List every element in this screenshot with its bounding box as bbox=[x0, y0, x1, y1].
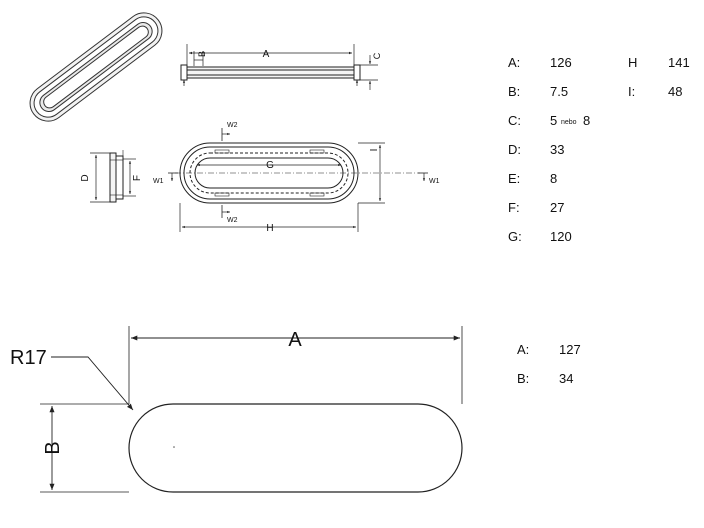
row-value: 141 bbox=[668, 55, 690, 70]
row-label: F: bbox=[508, 200, 520, 215]
label-plan-g: G bbox=[266, 160, 274, 171]
row-label: B: bbox=[508, 84, 521, 99]
row-value: 126 bbox=[550, 55, 572, 70]
row-value: 34 bbox=[559, 371, 574, 386]
row-value: 120 bbox=[550, 229, 572, 244]
label-plan-h: H bbox=[266, 223, 273, 234]
row-label: D: bbox=[508, 142, 521, 157]
label-plan-w2-top: W2 bbox=[227, 122, 238, 129]
dimension-table-bottom: A: 127 B: 34 bbox=[517, 342, 637, 392]
row-label: B: bbox=[517, 371, 530, 386]
side-view-top bbox=[180, 44, 378, 90]
isometric-view bbox=[29, 12, 163, 122]
label-bottom-r: R17 bbox=[10, 347, 47, 369]
row-value: 27 bbox=[550, 200, 565, 215]
row-label: A: bbox=[517, 342, 530, 357]
row-value: 48 bbox=[668, 84, 683, 99]
row-note: nebo bbox=[561, 119, 577, 126]
plan-view bbox=[168, 128, 428, 232]
label-top-c: C bbox=[372, 52, 382, 59]
side-view-left bbox=[90, 150, 136, 203]
row-label: A: bbox=[508, 55, 521, 70]
label-bottom-b: B bbox=[42, 441, 64, 454]
row-value: 8 bbox=[583, 113, 591, 128]
row-value: 127 bbox=[559, 342, 581, 357]
row-label: G: bbox=[508, 229, 522, 244]
row-label: E: bbox=[508, 171, 521, 186]
label-plan-w1-right: W1 bbox=[429, 178, 440, 185]
label-plan-w2-bottom: W2 bbox=[227, 217, 238, 224]
dimension-table-top: A: 126 H 141 B: 7.5 I: 48 C: 5 nebo 8 D:… bbox=[508, 55, 698, 255]
label-plan-w1-left: W1 bbox=[153, 178, 164, 185]
label-top-a: A bbox=[263, 49, 270, 60]
label-top-b: B bbox=[197, 51, 207, 57]
label-bottom-a: A bbox=[288, 329, 302, 351]
label-plan-i: I bbox=[369, 149, 380, 152]
row-label: C: bbox=[508, 113, 521, 128]
row-value: 8 bbox=[550, 171, 558, 186]
row-value: 5 bbox=[550, 113, 558, 128]
row-value: 33 bbox=[550, 142, 565, 157]
row-label: H bbox=[628, 55, 638, 70]
label-side-f: F bbox=[132, 175, 143, 181]
label-side-d: D bbox=[80, 174, 91, 181]
bottom-outline-view bbox=[40, 326, 463, 493]
row-value: 7.5 bbox=[550, 84, 569, 99]
row-label: I: bbox=[628, 84, 636, 99]
